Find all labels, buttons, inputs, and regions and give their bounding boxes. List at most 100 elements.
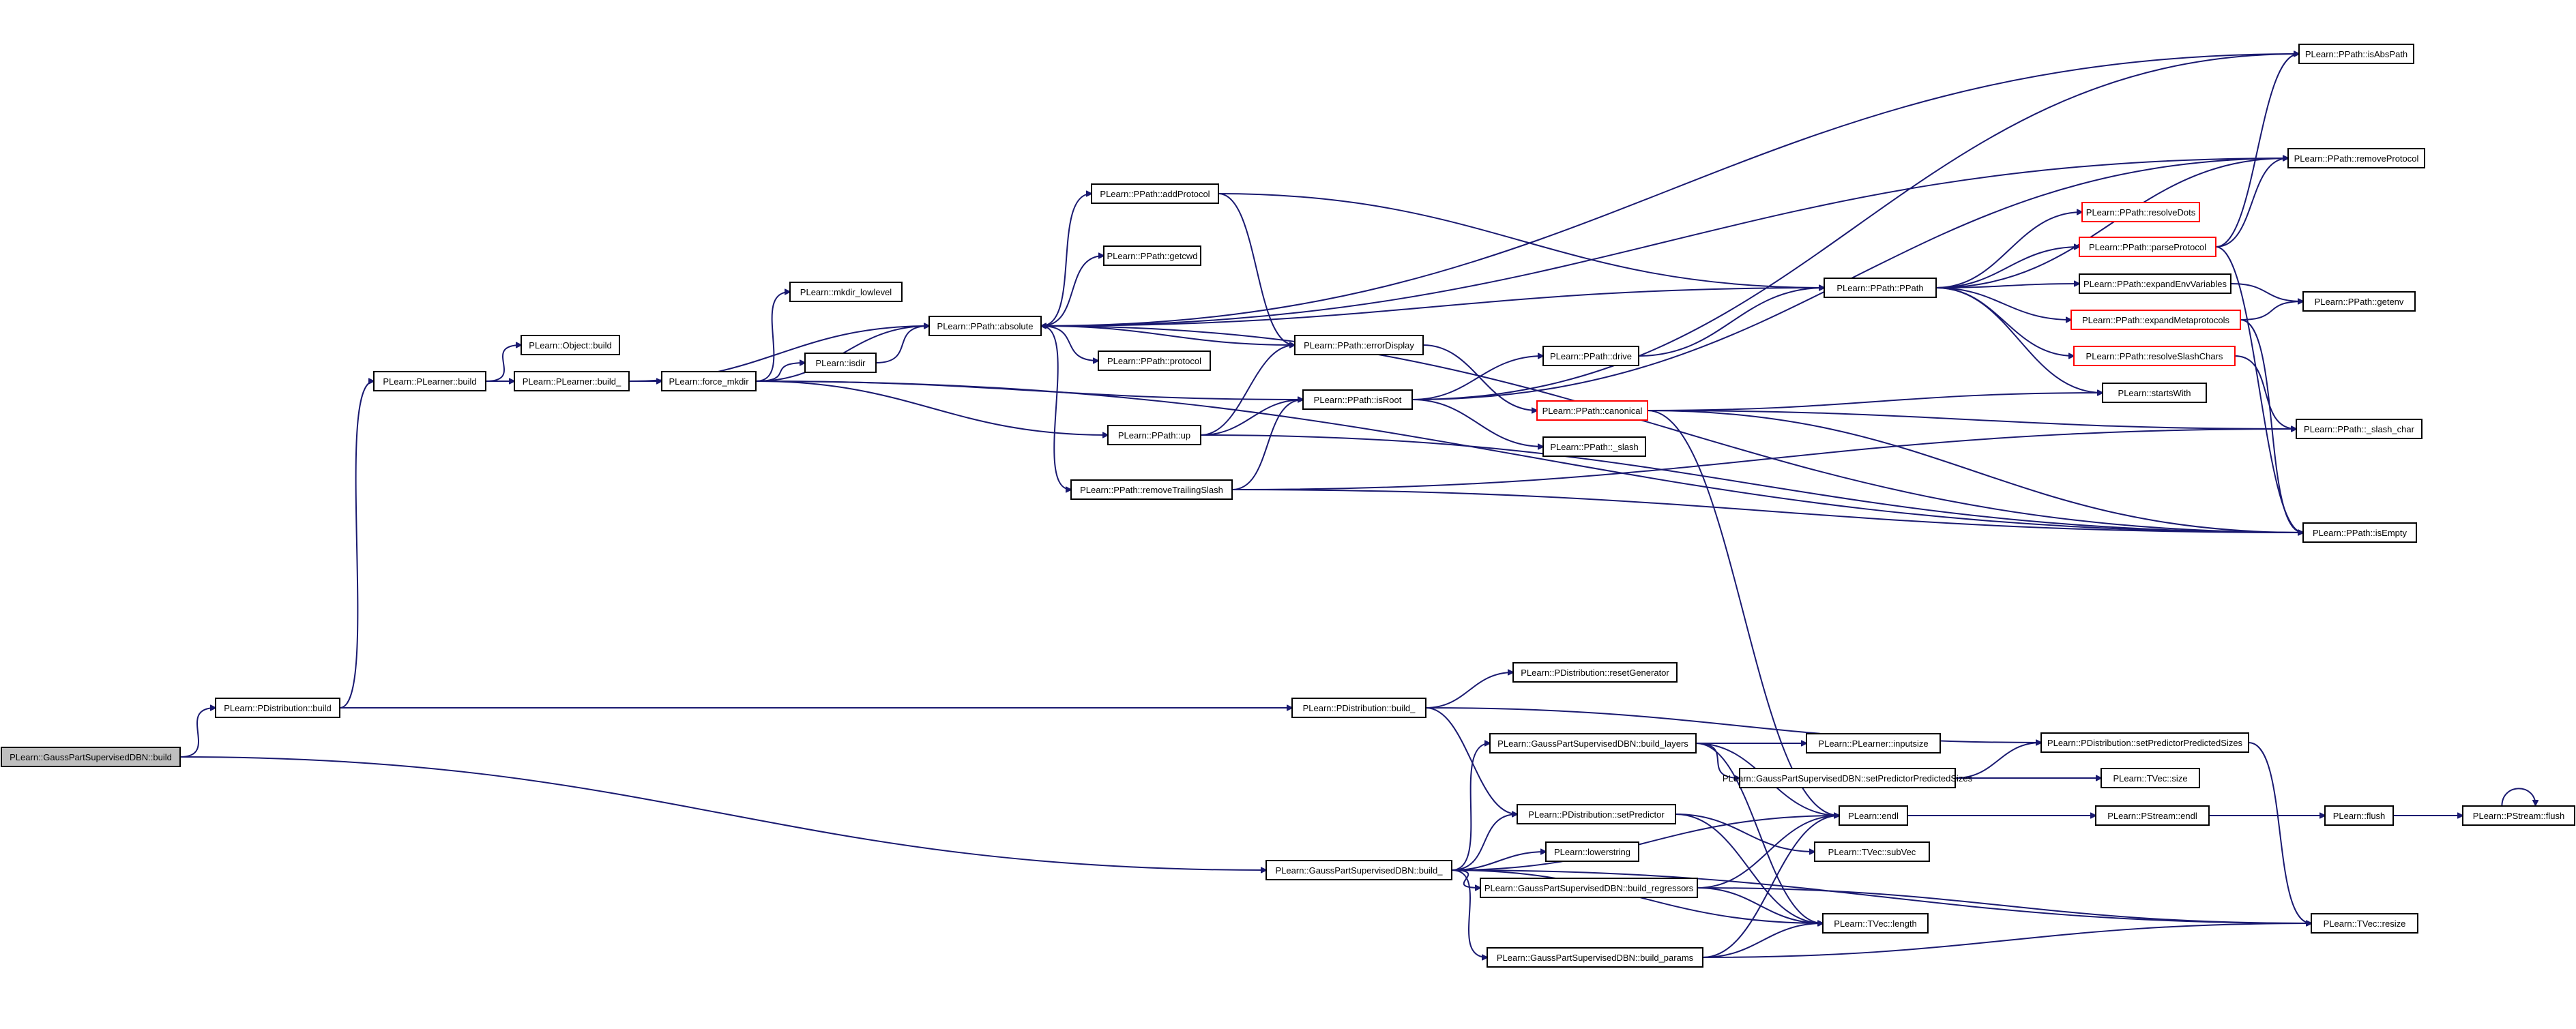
node-n40[interactable]: PLearn::PStream::endl	[2095, 805, 2210, 826]
node-n46[interactable]: PLearn::GaussPartSupervisedDBN::build_re…	[1480, 878, 1698, 898]
edge-n21-to-n26	[2215, 54, 2299, 248]
node-box	[2302, 291, 2416, 312]
node-n25[interactable]: PLearn::startsWith	[2102, 383, 2207, 403]
edge-n0-to-n1	[179, 708, 216, 758]
node-n44[interactable]: PLearn::GaussPartSupervisedDBN::build_	[1265, 860, 1452, 880]
edge-n8-to-n9	[1040, 194, 1092, 327]
node-label: PLearn::Object::build	[529, 340, 611, 351]
edge-n5-to-n6	[755, 292, 790, 382]
edge-n23-to-n30	[2240, 319, 2303, 533]
edge-n19-to-n8	[1041, 287, 1825, 326]
edge-n13-to-n29	[1231, 429, 2296, 490]
node-box	[928, 316, 1042, 336]
node-n1[interactable]: PLearn::PDistribution::build	[215, 698, 340, 718]
node-n41[interactable]: PLearn::flush	[2324, 805, 2394, 826]
node-n15[interactable]: PLearn::PPath::isRoot	[1302, 389, 1413, 410]
node-label: PLearn::PPath::_slash	[1550, 442, 1638, 452]
edges-layer	[179, 54, 2536, 958]
edge-n34-to-n47	[1695, 743, 1823, 923]
node-n4[interactable]: PLearn::PLearner::build_	[514, 371, 630, 391]
node-n18[interactable]: PLearn::PPath::_slash	[1542, 436, 1646, 457]
node-n12[interactable]: PLearn::PPath::up	[1107, 425, 1201, 445]
node-n21[interactable]: PLearn::PPath::parseProtocol	[2079, 237, 2216, 257]
edge-n9-to-n14	[1218, 193, 1295, 345]
node-n19[interactable]: PLearn::PPath::PPath	[1824, 278, 1937, 298]
node-n26[interactable]: PLearn::PPath::isAbsPath	[2298, 44, 2414, 64]
node-n34[interactable]: PLearn::GaussPartSupervisedDBN::build_la…	[1489, 733, 1697, 754]
node-label: PLearn::PPath::drive	[1550, 351, 1632, 361]
node-n42[interactable]: PLearn::PStream::flush	[2462, 805, 2575, 826]
edge-n15-to-n16	[1411, 356, 1543, 400]
node-box	[1, 747, 181, 767]
edge-n15-to-n26	[1411, 54, 2299, 400]
node-n8[interactable]: PLearn::PPath::absolute	[928, 316, 1042, 336]
node-label: PLearn::PPath::resolveSlashChars	[2086, 351, 2223, 361]
node-n22[interactable]: PLearn::PPath::expandEnvVariables	[2079, 273, 2231, 294]
edge-n44-to-n38	[1451, 814, 1517, 871]
edge-n16-to-n19	[1638, 288, 1824, 357]
node-n10[interactable]: PLearn::PPath::getcwd	[1103, 245, 1201, 266]
node-box	[2081, 202, 2200, 222]
node-label: PLearn::endl	[1848, 811, 1899, 821]
node-n7[interactable]: PLearn::isdir	[804, 353, 877, 373]
node-n20[interactable]: PLearn::PPath::resolveDots	[2081, 202, 2200, 222]
node-box	[2296, 419, 2423, 439]
node-label: PLearn::PDistribution::resetGenerator	[1521, 668, 1669, 678]
node-label: PLearn::PPath::removeProtocol	[2294, 153, 2419, 164]
node-label: PLearn::lowerstring	[1554, 847, 1630, 857]
node-label: PLearn::PPath::isRoot	[1314, 395, 1402, 405]
node-n27[interactable]: PLearn::PPath::removeProtocol	[2287, 148, 2425, 168]
edge-n23-to-n28	[2240, 301, 2303, 320]
node-n14[interactable]: PLearn::PPath::errorDisplay	[1294, 335, 1424, 355]
node-n39[interactable]: PLearn::endl	[1839, 805, 1908, 826]
node-label: PLearn::PPath::expandEnvVariables	[2083, 279, 2227, 289]
node-n31[interactable]: PLearn::PDistribution::build_	[1291, 698, 1426, 718]
node-box	[1294, 335, 1424, 355]
edge-n17-to-n29	[1647, 410, 2296, 429]
node-label: PLearn::flush	[2333, 811, 2386, 821]
edge-n5-to-n30	[755, 381, 2303, 533]
node-n45[interactable]: PLearn::lowerstring	[1545, 841, 1639, 862]
node-n5[interactable]: PLearn::force_mkdir	[661, 371, 757, 391]
edge-n0-to-n44	[179, 756, 1266, 870]
node-n0[interactable]: PLearn::GaussPartSupervisedDBN::build	[1, 747, 181, 767]
node-n23[interactable]: PLearn::PPath::expandMetaprotocols	[2070, 310, 2241, 330]
edge-n42-to-n42	[2501, 788, 2535, 807]
edge-n17-to-n25	[1647, 393, 2103, 411]
node-label: PLearn::PLearner::build	[383, 376, 476, 387]
edge-n48-to-n47	[1702, 923, 1823, 958]
node-n29[interactable]: PLearn::PPath::_slash_char	[2296, 419, 2423, 439]
node-n11[interactable]: PLearn::PPath::protocol	[1098, 351, 1211, 371]
edge-n8-to-n26	[1040, 54, 2299, 327]
edge-n9-to-n19	[1218, 193, 1824, 288]
node-n3[interactable]: PLearn::Object::build	[521, 335, 620, 355]
node-n16[interactable]: PLearn::PPath::drive	[1542, 346, 1639, 366]
node-n47[interactable]: PLearn::TVec::length	[1822, 913, 1929, 934]
node-n2[interactable]: PLearn::PLearner::build	[373, 371, 486, 391]
node-label: PLearn::PPath::up	[1118, 430, 1190, 441]
node-n36[interactable]: PLearn::GaussPartSupervisedDBN::setPredi…	[1723, 768, 1973, 788]
node-box	[2095, 805, 2210, 826]
node-box	[1489, 733, 1697, 754]
node-n33[interactable]: PLearn::PDistribution::setPredictorPredi…	[2040, 732, 2249, 753]
node-n49[interactable]: PLearn::TVec::resize	[2311, 913, 2418, 934]
node-n17[interactable]: PLearn::PPath::canonical	[1536, 400, 1648, 421]
node-n9[interactable]: PLearn::PPath::addProtocol	[1091, 183, 1219, 204]
node-n28[interactable]: PLearn::PPath::getenv	[2302, 291, 2416, 312]
node-label: PLearn::PPath::canonical	[1542, 406, 1643, 416]
node-n35[interactable]: PLearn::PLearner::inputsize	[1806, 733, 1941, 754]
node-label: PLearn::PStream::endl	[2107, 811, 2197, 821]
node-n13[interactable]: PLearn::PPath::removeTrailingSlash	[1070, 479, 1233, 500]
node-n30[interactable]: PLearn::PPath::isEmpty	[2302, 522, 2417, 543]
node-n48[interactable]: PLearn::GaussPartSupervisedDBN::build_pa…	[1487, 947, 1703, 968]
node-n24[interactable]: PLearn::PPath::resolveSlashChars	[2073, 346, 2236, 366]
nodes-layer: PLearn::GaussPartSupervisedDBN::buildPLe…	[1, 44, 2575, 968]
node-box	[2070, 310, 2241, 330]
edge-n31-to-n38	[1425, 707, 1517, 814]
node-n32[interactable]: PLearn::PDistribution::resetGenerator	[1512, 662, 1678, 683]
node-n37[interactable]: PLearn::TVec::size	[2101, 768, 2200, 788]
node-n38[interactable]: PLearn::PDistribution::setPredictor	[1517, 804, 1676, 824]
edge-n7-to-n8	[875, 326, 929, 363]
node-n43[interactable]: PLearn::TVec::subVec	[1814, 841, 1930, 862]
node-n6[interactable]: PLearn::mkdir_lowlevel	[789, 282, 903, 302]
